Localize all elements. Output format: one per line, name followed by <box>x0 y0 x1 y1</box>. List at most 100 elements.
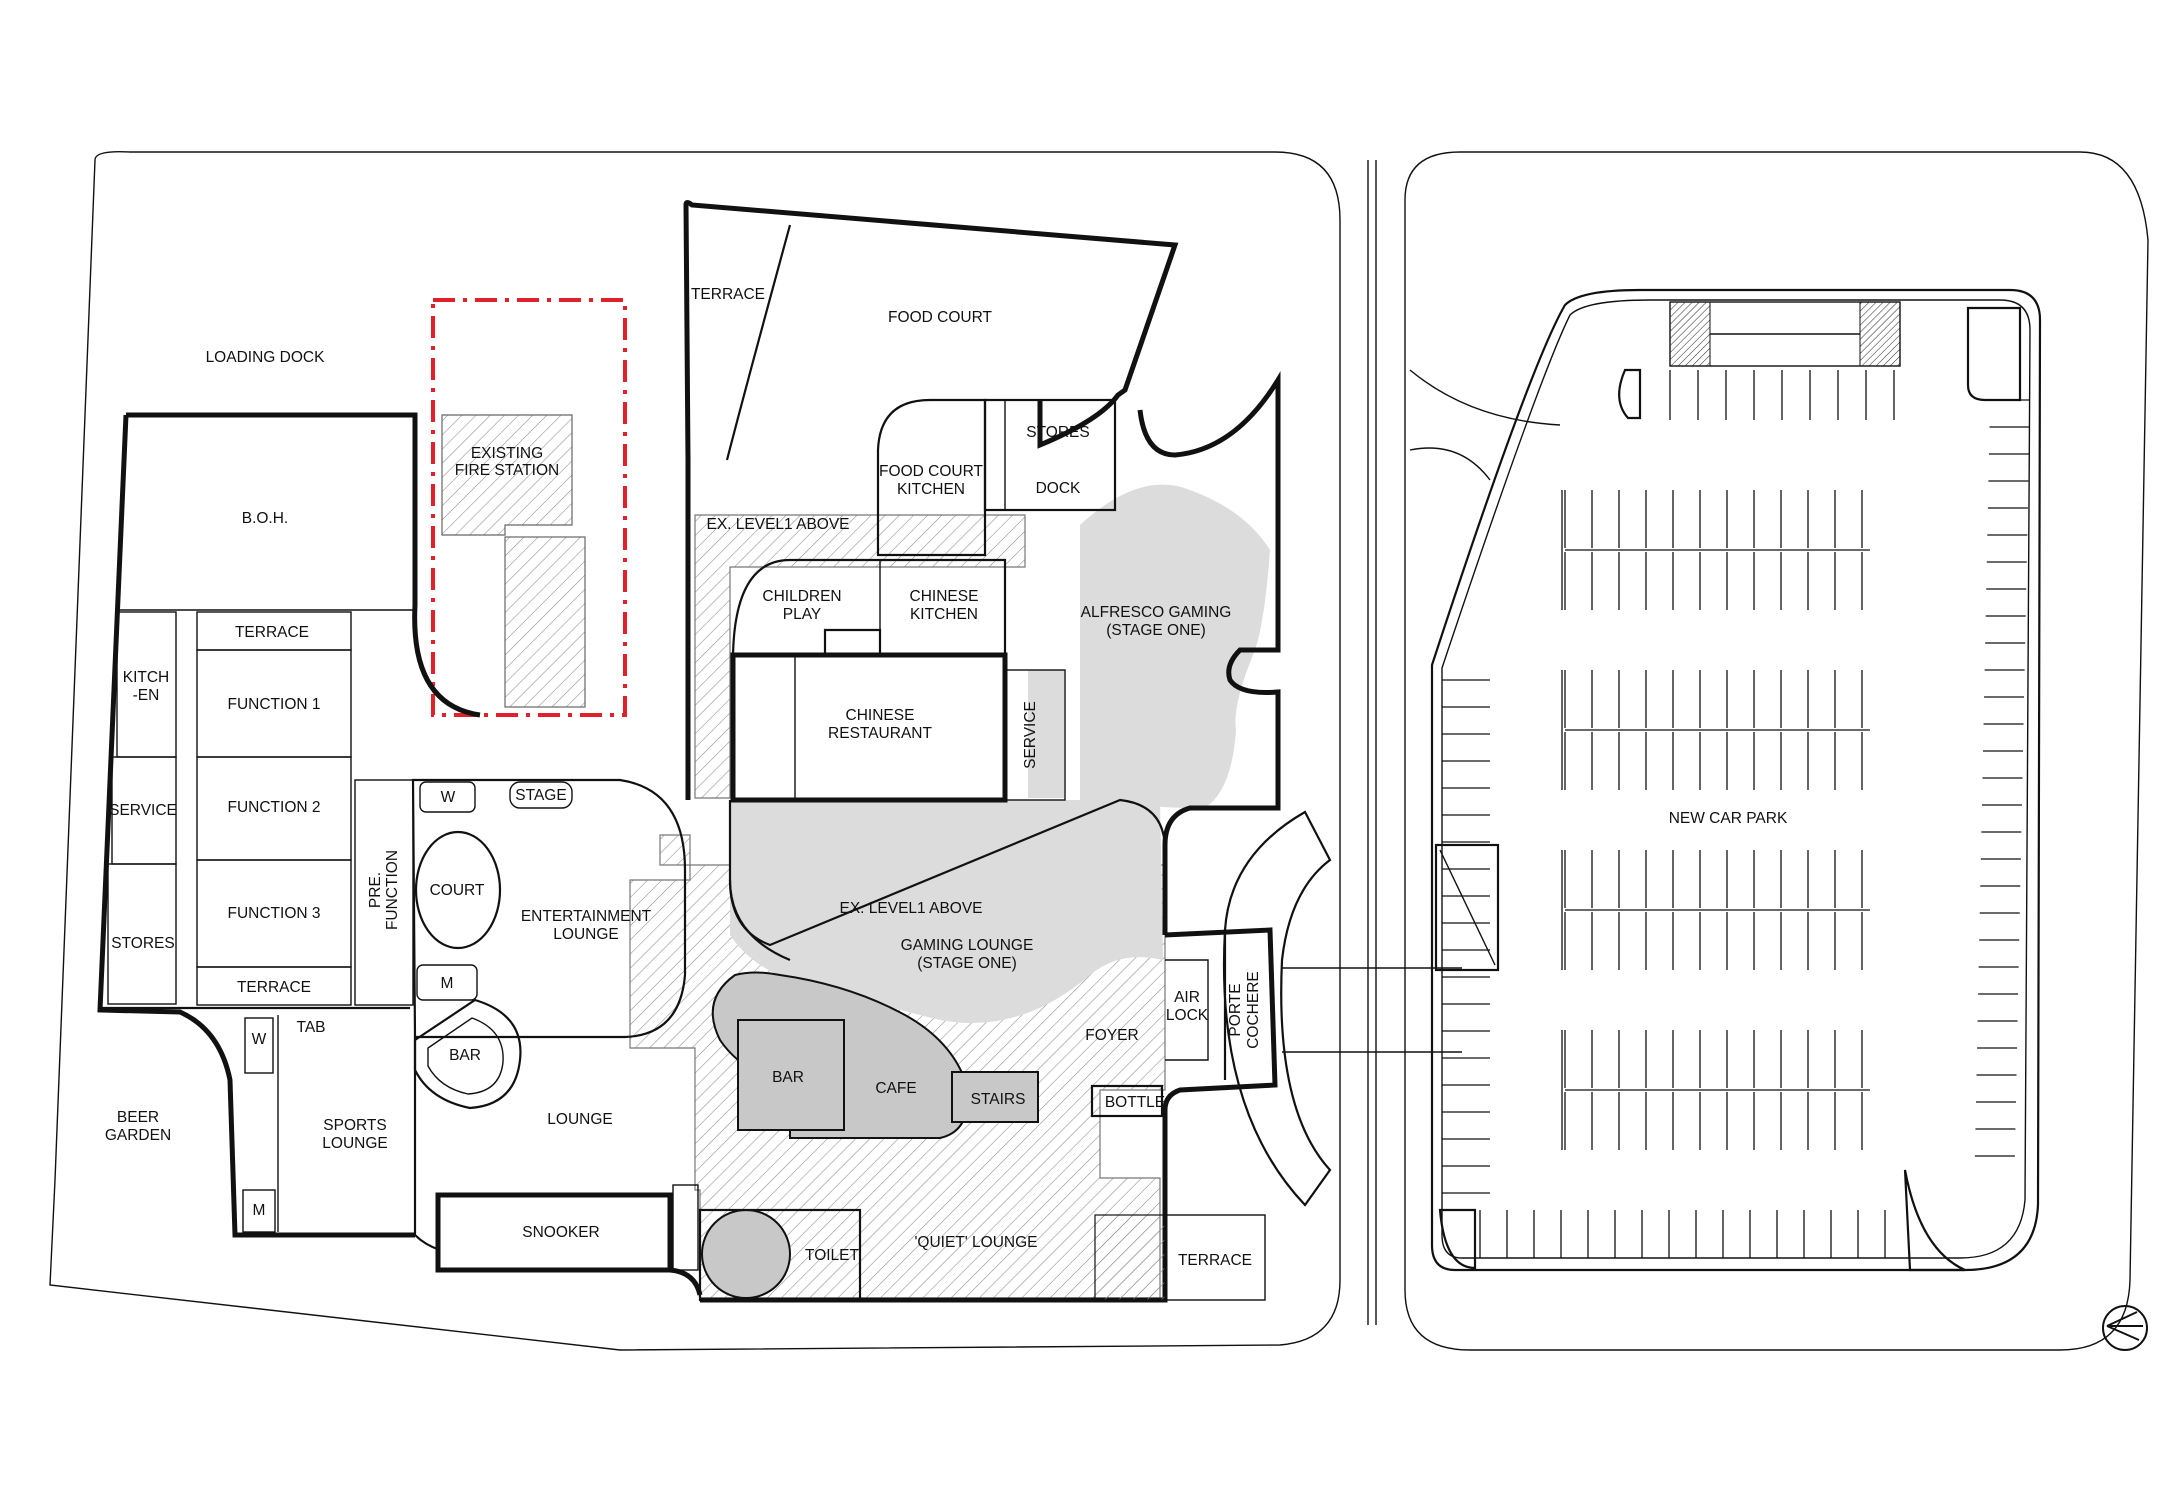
w-lower-box <box>244 1017 274 1074</box>
chinese-restaurant-label-2: RESTAURANT <box>828 725 932 742</box>
fire-station-annex <box>504 536 586 708</box>
sports-lounge-label-1: SPORTS <box>323 1117 386 1134</box>
lounge-label: LOUNGE <box>547 1111 612 1128</box>
bar-main-box <box>737 1019 845 1131</box>
fire-station-building <box>441 414 573 536</box>
entertainment-lounge-wall <box>411 778 687 1039</box>
porte-cochere-label-2: COCHERE <box>1245 971 1262 1049</box>
kitchen-label-2: -EN <box>133 687 160 704</box>
north-arrow-icon <box>2102 1305 2148 1351</box>
bottle-box <box>1090 1084 1164 1118</box>
function-3-label: FUNCTION 3 <box>228 905 321 922</box>
beer-garden-label-1: BEER <box>117 1109 159 1126</box>
chinese-restaurant-label-1: CHINESE <box>846 707 915 724</box>
m-upper-label: M <box>441 975 454 992</box>
car-park-sw-island <box>1438 1208 1477 1270</box>
quiet-lounge-label: 'QUIET' LOUNGE <box>914 1234 1037 1251</box>
loading-dock-label: LOADING DOCK <box>206 349 326 366</box>
ex-level1-south-label: EX. LEVEL1 ABOVE <box>839 900 982 917</box>
foyer-wall <box>700 927 1278 1303</box>
car-park-outline <box>1430 288 2042 1272</box>
w-upper-label: W <box>441 789 456 806</box>
boh-wall <box>126 412 481 718</box>
air-lock-label-1: AIR <box>1174 989 1200 1006</box>
bar-small-shape <box>413 998 522 1110</box>
air-lock-room <box>1165 959 1209 1061</box>
stage-box <box>509 781 573 809</box>
chinese-kitchen-label-1: CHINESE <box>910 588 979 605</box>
food-court-label: FOOD COURT <box>888 309 992 326</box>
function-2-label: FUNCTION 2 <box>228 799 321 816</box>
w-lower-label: W <box>252 1031 267 1048</box>
m-upper-box <box>416 964 478 1001</box>
beer-garden-label-2: GARDEN <box>105 1127 171 1144</box>
southeast-stair-box <box>1094 1214 1166 1301</box>
food-court-kitchen-room <box>876 398 987 557</box>
room-labels: LOADING DOCK B.O.H. EXISTING FIRE STATIO… <box>105 286 1788 1269</box>
entertainment-lounge-label-2: LOUNGE <box>553 926 618 943</box>
gaming-lounge-label-1: GAMING LOUNGE <box>901 937 1034 954</box>
porte-cochere-label-1: PORTE <box>1227 983 1244 1036</box>
toilet-round <box>701 1209 791 1299</box>
w-upper-box <box>419 781 476 813</box>
bar-small-label: BAR <box>449 1047 481 1064</box>
stairs-label: STAIRS <box>971 1091 1026 1108</box>
terrace-bottom-label: TERRACE <box>237 979 311 996</box>
service-grey <box>1028 670 1064 798</box>
entertainment-lounge-label-1: ENTERTAINMENT <box>521 908 652 925</box>
car-park-access-road-2 <box>1409 447 1491 481</box>
terrace-bottom-room <box>196 966 352 1006</box>
bar-small-inner <box>427 1017 504 1095</box>
car-park-access-road <box>1409 369 1561 426</box>
food-court-kitchen-label-2: KITCHEN <box>897 481 965 498</box>
service-east-room <box>1004 669 1066 801</box>
chinese-kitchen-label-2: KITCHEN <box>910 606 978 623</box>
fire-station-label-2: FIRE STATION <box>455 462 559 479</box>
stage-label: STAGE <box>515 787 566 804</box>
car-park-top-hatch-right <box>1859 301 1901 367</box>
kitchen-label-1: KITCH <box>123 669 170 686</box>
gaming-lounge-grey <box>730 800 1163 1023</box>
ex-level1-north-label: EX. LEVEL1 ABOVE <box>706 516 849 533</box>
court-ellipse <box>414 830 502 950</box>
stores-north-label: STORES <box>1026 424 1089 441</box>
car-park-island-diag <box>1439 849 1496 966</box>
car-park-nw-island <box>1618 368 1642 420</box>
parking-bays <box>1442 370 2030 1258</box>
gaming-lounge-label-2: (STAGE ONE) <box>917 955 1017 972</box>
porte-cochere-outer <box>1222 810 1332 1207</box>
alfresco-gaming-label-1: ALFRESCO GAMING <box>1081 604 1232 621</box>
alfresco-gaming-label-2: (STAGE ONE) <box>1106 622 1206 639</box>
fire-station-label-1: EXISTING <box>471 445 543 462</box>
new-car-park-label: NEW CAR PARK <box>1669 810 1788 827</box>
terrace-south-label: TERRACE <box>1178 1252 1252 1269</box>
ex-level1-north-hatch <box>694 514 1026 799</box>
toilet-label: TOILET <box>805 1247 860 1264</box>
car-park-island-west <box>1434 843 1500 972</box>
service-west-label: SERVICE <box>109 802 177 819</box>
pre-function-label-2: FUNCTION <box>384 850 401 930</box>
fire-station-boundary <box>431 298 627 717</box>
bottle-label: BOTTLE <box>1105 1094 1165 1111</box>
sports-lounge-label-2: LOUNGE <box>322 1135 387 1152</box>
car-park-top-hatch-left <box>1669 301 1711 367</box>
site-boundary-east <box>1404 151 2149 1351</box>
car-park-se-island <box>1903 1169 1966 1272</box>
gaming-wall-curve <box>728 879 791 962</box>
court-label: COURT <box>430 882 485 899</box>
m-lower-box <box>242 1189 276 1233</box>
dock-label: DOCK <box>1036 480 1081 497</box>
car-park-inner <box>1441 299 2031 1259</box>
site-boundary-west <box>49 150 1341 1351</box>
snooker-label: SNOOKER <box>522 1224 600 1241</box>
stores-west-room <box>107 863 177 1005</box>
air-lock-label-2: LOCK <box>1166 1007 1209 1024</box>
food-court-kitchen-label-1: FOOD COURT <box>879 463 983 480</box>
tab-label: TAB <box>297 1019 326 1036</box>
car-park-ne-island <box>1966 306 2022 402</box>
food-court-wall <box>683 200 1179 449</box>
north-west-wall <box>683 204 691 800</box>
boh-label: B.O.H. <box>242 510 289 527</box>
food-court-inner-curve <box>725 224 792 461</box>
